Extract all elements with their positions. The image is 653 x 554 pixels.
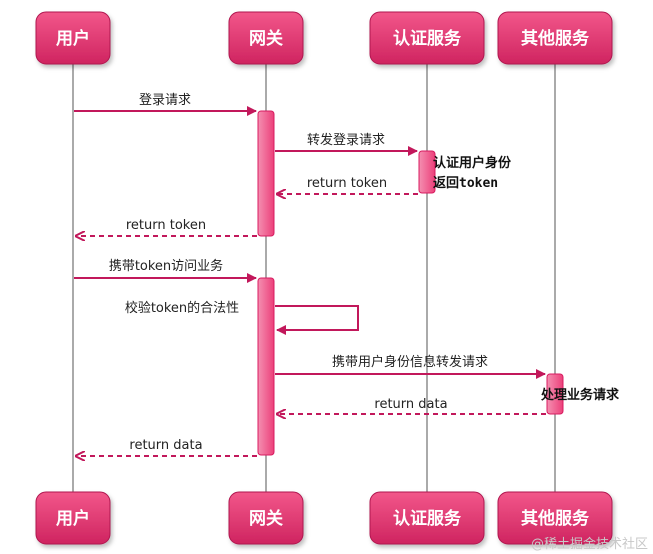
participant-gateway-top [228, 11, 304, 65]
participant-auth-bottom-label: 认证服务 [393, 508, 462, 529]
label-return-data-1: return data [374, 397, 447, 412]
label-access-with-token: 携带token访问业务 [109, 258, 223, 274]
label-forward-login: 转发登录请求 [307, 132, 385, 148]
label-return-token-1: return token [307, 176, 387, 191]
participant-gateway-top-label: 网关 [249, 28, 283, 49]
participant-other-bottom-label: 其他服务 [521, 508, 590, 529]
label-return-data-2: return data [129, 438, 202, 453]
label-forward-with-identity: 携带用户身份信息转发请求 [332, 354, 488, 370]
arrow-validate-token [275, 305, 359, 335]
participant-other-top [497, 11, 613, 65]
participant-other-top-label: 其他服务 [521, 28, 590, 49]
participant-gateway-bottom [228, 491, 304, 545]
label-login-request: 登录请求 [139, 93, 191, 108]
note-auth-line2: 返回token [433, 176, 498, 191]
participant-other-bottom [497, 491, 613, 545]
label-return-token-2: return token [126, 218, 206, 233]
watermark: @稀土掘金技术社区 [531, 536, 648, 552]
participant-auth-bottom [369, 491, 485, 545]
participant-auth-top [369, 11, 485, 65]
activation-other [546, 373, 564, 415]
activation-auth [418, 150, 436, 194]
participant-user-top [35, 11, 111, 65]
participant-user-bottom-label: 用户 [56, 508, 90, 529]
note-other-line1: 处理业务请求 [540, 387, 620, 403]
label-validate-token: 校验token的合法性 [125, 300, 239, 316]
activation-gateway-1 [257, 110, 275, 237]
participant-user-bottom [35, 491, 111, 545]
participant-user-top-label: 用户 [56, 28, 90, 49]
participant-auth-top-label: 认证服务 [393, 28, 462, 49]
note-auth-line1: 认证用户身份 [433, 155, 512, 171]
activation-gateway-2 [257, 277, 275, 456]
participant-gateway-bottom-label: 网关 [249, 508, 283, 529]
